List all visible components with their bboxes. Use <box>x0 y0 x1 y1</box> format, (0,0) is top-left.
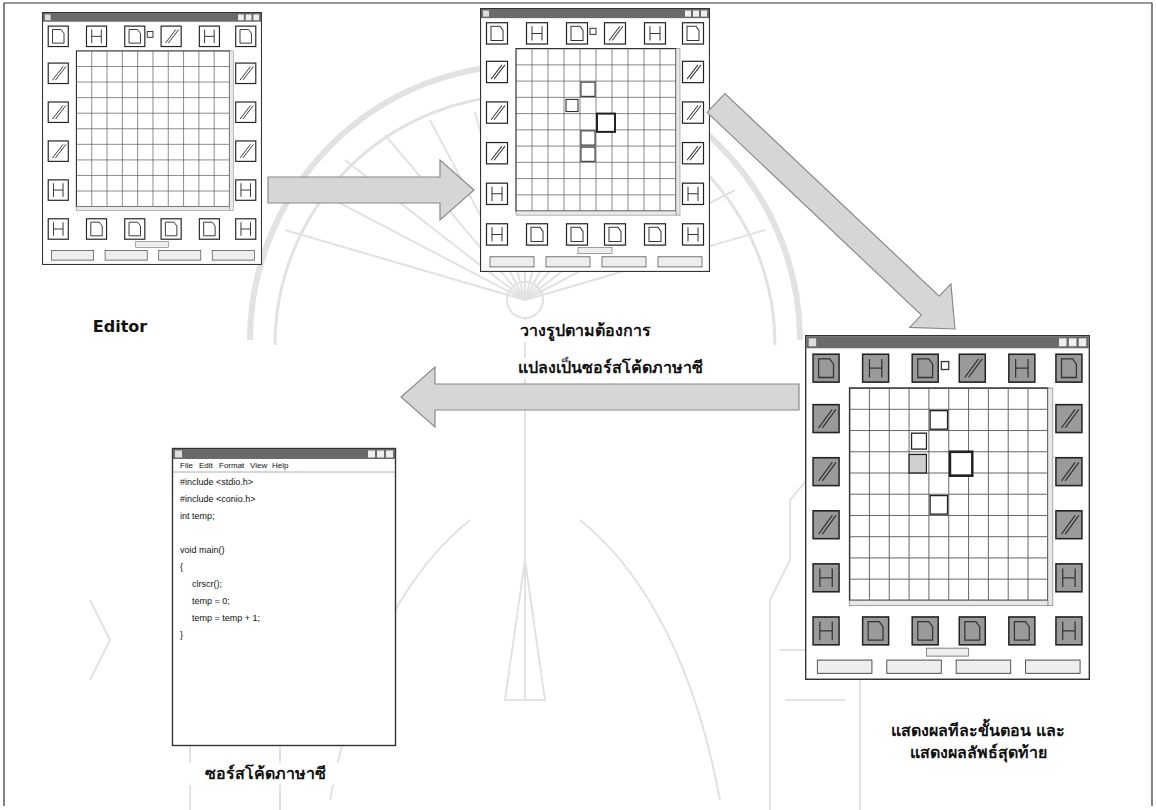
notepad-window <box>173 449 396 746</box>
arrow-label: แปลงเป็นซอร์สโค้ดภาษาซี <box>515 358 706 379</box>
code-line: temp = 0; <box>192 597 230 606</box>
menu-item: Help <box>272 462 288 470</box>
code-line: } <box>180 631 183 640</box>
menu-item: File <box>180 462 193 470</box>
screenshot-caption: Editor <box>50 316 190 338</box>
screenshot-caption: แสดงผลทีละขั้นตอน และแสดงผลลัพธ์สุดท้าย <box>876 720 1081 763</box>
code-line: #include <conio.h> <box>180 495 256 504</box>
screenshot-panel: วางรูปตามต้องการ <box>480 8 710 348</box>
menu-item: View <box>250 462 267 470</box>
code-line: clrscr(); <box>192 580 222 589</box>
menu-item: Format <box>219 462 244 470</box>
code-line: { <box>180 563 183 572</box>
code-line: temp = temp + 1; <box>192 614 260 623</box>
block-arrow <box>707 94 955 329</box>
code-line: int temp; <box>180 512 215 521</box>
code-line: #include <stdio.h> <box>180 478 253 487</box>
code-line: void main() <box>180 546 225 555</box>
block-arrow <box>268 160 474 220</box>
screenshot-panel: Editor <box>42 12 262 347</box>
editor-screenshot <box>42 12 261 264</box>
screenshot-caption: วางรูปตามต้องการ <box>470 320 700 342</box>
run-screenshot <box>806 336 1090 680</box>
frame-border <box>4 3 1152 806</box>
editor-screenshot <box>481 9 710 272</box>
screenshot-caption: ซอร์สโค้ดภาษาซี <box>175 763 355 785</box>
screenshot-panel: แสดงผลทีละขั้นตอน และแสดงผลลัพธ์สุดท้าย <box>805 335 1090 797</box>
menu-item: Edit <box>199 462 213 470</box>
